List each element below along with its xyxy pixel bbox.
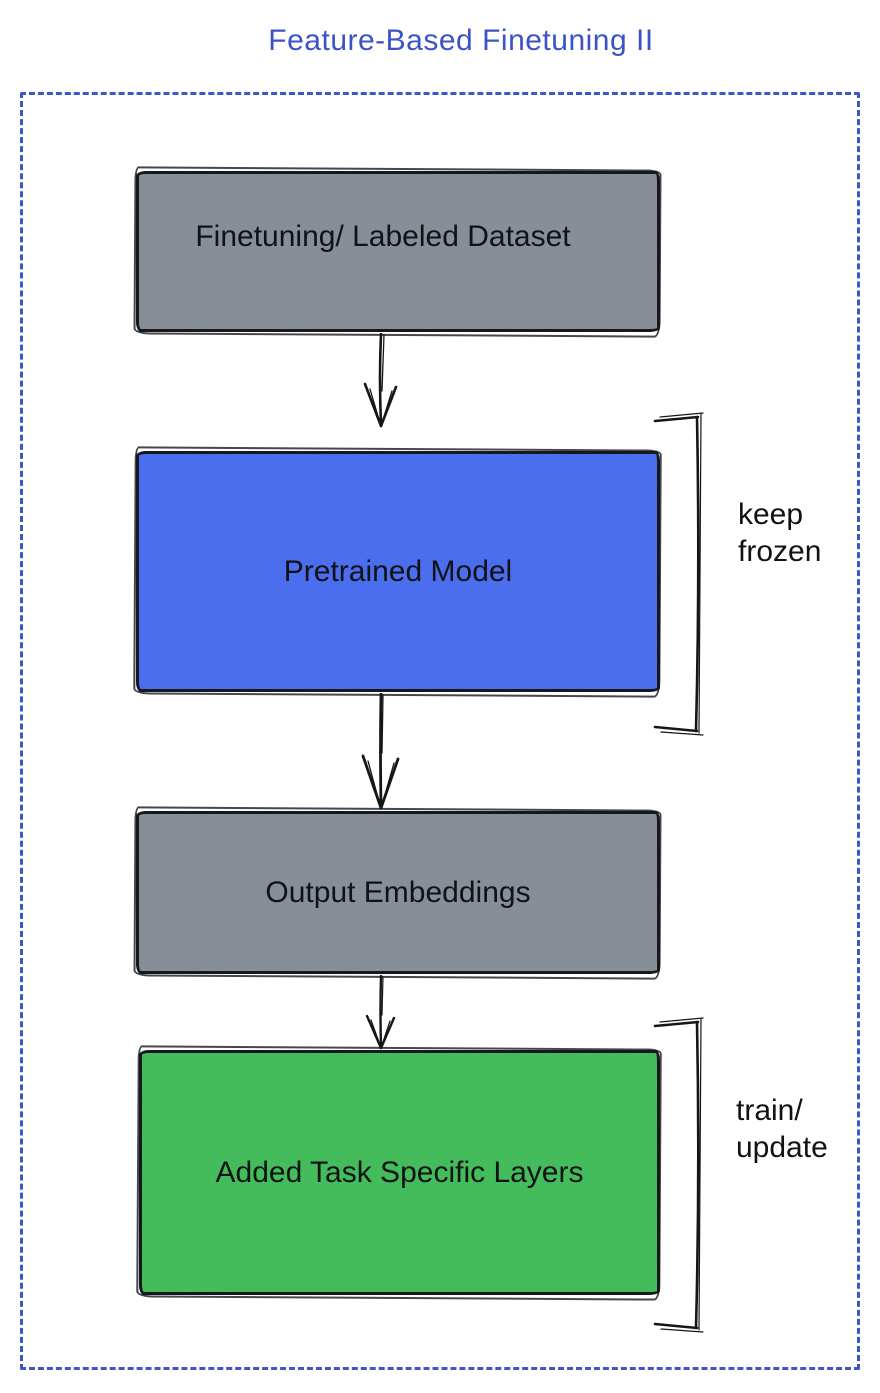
right-bracket-icon <box>653 1017 704 1333</box>
arrow-down-icon <box>365 975 396 1050</box>
dashed-frame-border <box>20 92 860 1370</box>
node-pretrained-model: Pretrained Model <box>136 451 660 692</box>
right-bracket-icon <box>653 412 704 736</box>
diagram-title: Feature-Based Finetuning II <box>268 24 654 57</box>
annotation-keep-frozen: keep frozen <box>738 498 822 568</box>
node-label: Added Task Specific Layers <box>215 1155 584 1189</box>
node-output-embeddings: Output Embeddings <box>136 811 660 974</box>
node-label: Output Embeddings <box>265 875 531 909</box>
node-task-specific-layers: Added Task Specific Layers <box>139 1050 660 1295</box>
arrow-down-icon <box>363 333 398 428</box>
node-finetuning-dataset: Finetuning/ Labeled Dataset <box>136 171 660 332</box>
node-label: Pretrained Model <box>283 554 513 588</box>
node-label: Finetuning/ Labeled Dataset <box>195 219 571 253</box>
arrow-down-icon <box>361 693 400 810</box>
annotation-train-update: train/ update <box>736 1094 828 1164</box>
